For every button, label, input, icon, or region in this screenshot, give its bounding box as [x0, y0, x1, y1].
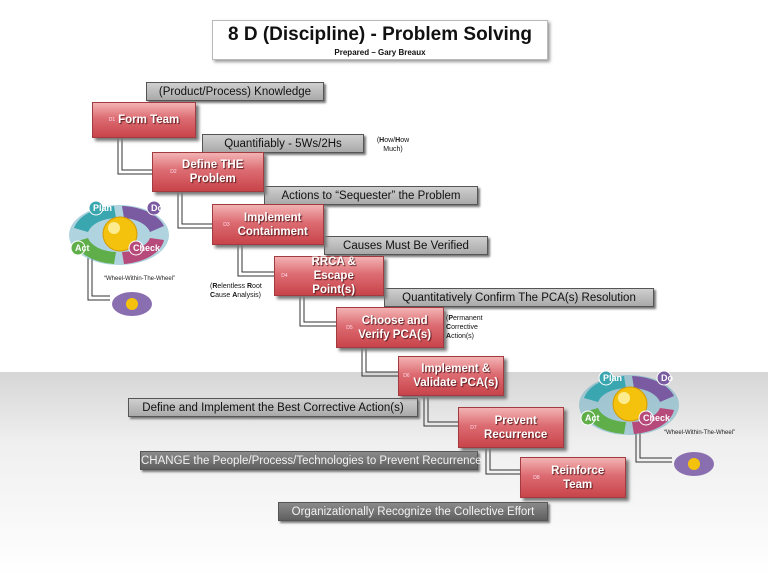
- step-number: D5: [346, 324, 353, 331]
- step-number: D3: [223, 221, 230, 228]
- step-d7[interactable]: D7 Prevent Recurrence: [458, 407, 564, 448]
- wheel-caption-right: “Wheel-Within-The-Wheel”: [664, 430, 736, 436]
- step-label: Choose and Verify PCA(s): [358, 314, 432, 341]
- step-number: D2: [170, 169, 177, 175]
- note-sequester: Actions to “Sequester” the Problem: [264, 186, 478, 205]
- check-label: Check: [133, 243, 161, 253]
- note-confirm-pca: Quantitatively Confirm The PCA(s) Resolu…: [384, 288, 654, 307]
- do-label: Do: [151, 203, 163, 213]
- pdca-wheel-right: Plan Do Check Act: [579, 370, 679, 435]
- step-d4[interactable]: D4 RRCA & Escape Point(s): [274, 256, 384, 296]
- step-number: D4: [281, 273, 288, 279]
- act-label: Act: [75, 243, 90, 253]
- step-label: Prevent Recurrence: [484, 414, 548, 441]
- side-note-pca: (Permanent Corrective Action(s): [446, 315, 483, 340]
- step-label: Implement Containment: [237, 211, 308, 238]
- pdca-wheel-left-small: [112, 292, 152, 316]
- do-label: Do: [661, 373, 673, 383]
- plan-label: Plan: [93, 203, 112, 213]
- step-number: D7: [470, 424, 477, 431]
- step-number: D8: [533, 474, 540, 481]
- step-label: Form Team: [118, 114, 180, 126]
- step-label: Define THE Problem: [182, 159, 244, 185]
- note-recognize: Organizationally Recognize the Collectiv…: [278, 502, 548, 521]
- side-note-how-much: (How/How Much): [376, 137, 410, 153]
- step-label: RRCA & Escape Point(s): [311, 256, 356, 296]
- note-change: CHANGE the People/Process/Technologies t…: [140, 451, 482, 470]
- step-d8[interactable]: D8 Reinforce Team: [520, 457, 626, 498]
- note-knowledge: (Product/Process) Knowledge: [146, 82, 324, 101]
- step-d5[interactable]: D5 Choose and Verify PCA(s): [336, 307, 444, 348]
- act-label: Act: [585, 413, 600, 423]
- note-quantify: Quantifiably - 5Ws/2Hs: [202, 134, 364, 153]
- step-d3[interactable]: D3 Implement Containment: [212, 204, 324, 245]
- note-best-action: Define and Implement the Best Corrective…: [128, 398, 418, 417]
- step-label: Reinforce Team: [551, 464, 605, 491]
- step-d2[interactable]: D2 Define THE Problem: [152, 152, 264, 192]
- step-number: D1: [108, 117, 116, 123]
- plan-label: Plan: [603, 373, 622, 383]
- wheel-caption-left: “Wheel-Within-The-Wheel”: [104, 276, 176, 282]
- pdca-wheel-left: Plan Do Check Act: [69, 200, 169, 265]
- check-label: Check: [643, 413, 671, 423]
- step-number: D6: [403, 373, 410, 379]
- note-verify-causes: Causes Must Be Verified: [324, 236, 488, 255]
- step-label: Implement & Validate PCA(s): [413, 363, 499, 389]
- title-box: 8 D (Discipline) - Problem Solving Prepa…: [212, 20, 548, 60]
- pdca-wheel-right-small: [674, 452, 714, 476]
- side-note-rrca: (Relentless Root Cause Analysis): [210, 283, 262, 299]
- page-subtitle: Prepared – Gary Breaux: [334, 48, 426, 57]
- page-title: 8 D (Discipline) - Problem Solving: [227, 24, 533, 45]
